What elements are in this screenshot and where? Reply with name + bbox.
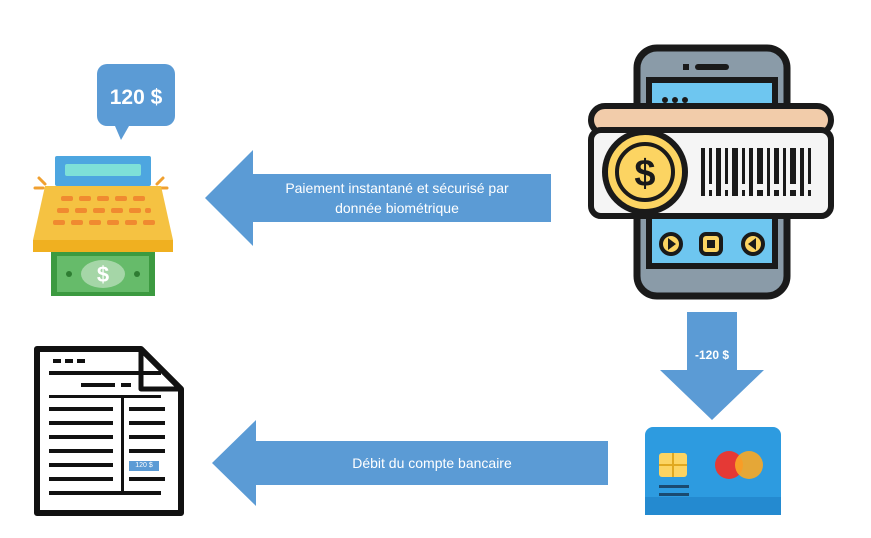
- debit-down-arrow: [660, 312, 764, 420]
- down-arrow-icon: [660, 312, 764, 420]
- svg-text:$: $: [97, 262, 109, 287]
- cash-register-icon: $: [33, 64, 175, 296]
- receipt-amount-tag: [129, 461, 159, 471]
- cash-register-illustration: $: [25, 60, 185, 300]
- payment-arrow-label-1: Paiement instantané et sécurisé par: [285, 180, 509, 196]
- payment-arrow-label-2: donnée biométrique: [335, 200, 459, 216]
- svg-text:$: $: [634, 153, 655, 195]
- payment-arrow: [205, 150, 551, 246]
- bank-debit-arrow-label: Débit du compte bancaire: [352, 455, 512, 471]
- document-icon: [34, 346, 184, 516]
- credit-card-icon: [645, 427, 781, 515]
- bank-debit-arrow: [212, 420, 608, 506]
- price-bubble: [97, 64, 175, 126]
- receipt-illustration: [33, 345, 185, 517]
- left-arrow-icon: [205, 150, 551, 246]
- bank-card-illustration: [645, 427, 781, 515]
- left-arrow-icon: [212, 420, 608, 506]
- phone-payment-illustration: $: [583, 44, 839, 300]
- debit-amount-label: -120 $: [694, 348, 730, 362]
- register-amount-bubble: 120 $: [109, 86, 163, 109]
- smartphone-barcode-icon: $: [588, 44, 834, 300]
- receipt-amount-text: 120 $: [135, 462, 153, 469]
